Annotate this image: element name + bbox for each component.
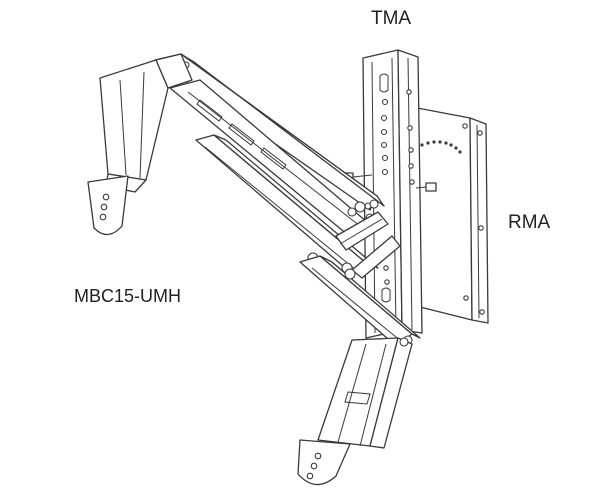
right-leg (297, 337, 413, 486)
rma-label: RMA (508, 212, 551, 233)
model-label: MBC15-UMH (74, 286, 182, 306)
left-leg (87, 53, 193, 236)
angle-adjust-holes (420, 140, 462, 154)
tma-label: TMA (371, 8, 412, 29)
upper-arm (154, 53, 385, 241)
rear-mount-plate (411, 106, 489, 324)
pivot-bolts (344, 199, 409, 347)
link-arm (335, 211, 401, 279)
